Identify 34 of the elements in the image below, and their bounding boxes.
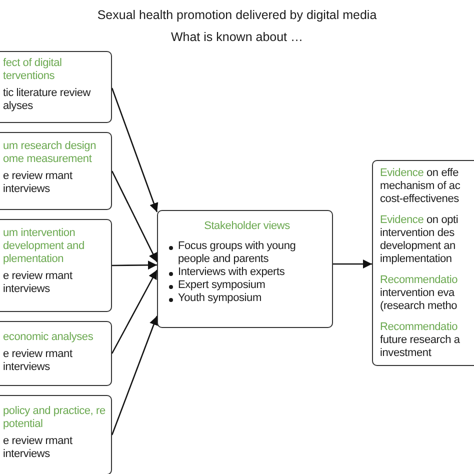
box-heading: Stakeholder views (203, 220, 291, 233)
arrow (112, 260, 157, 270)
bullet-item: Youth symposium (168, 292, 326, 305)
box-heading: fect of digital terventions (3, 57, 63, 83)
outcome-box (372, 160, 474, 366)
topic-box (0, 395, 112, 474)
subtitle: What is known about … (170, 30, 304, 44)
box-heading: um intervention development and plementation (3, 227, 86, 266)
arrow (111, 316, 158, 436)
box-text: Recommendatio future research a investment (380, 321, 461, 360)
bullet-item: Focus groups with young people and parents (168, 240, 326, 266)
box-heading: um research design ome measurement (3, 140, 98, 166)
box-text: e review rmant interviews (3, 270, 74, 296)
arrow (111, 270, 158, 354)
topic-box (0, 132, 112, 210)
bullet-item: Expert symposium (168, 279, 326, 292)
arrow (333, 260, 372, 268)
box-text: e review rmant interviews (3, 348, 74, 374)
box-text: tic literature review alyses (3, 87, 92, 113)
arrow (111, 88, 158, 212)
diagram-title: Sexual health promotion delivered by digital media (96, 8, 378, 22)
box-text: e review rmant interviews (3, 435, 74, 461)
box-heading: economic analyses (3, 331, 94, 344)
stakeholder-box (157, 210, 333, 328)
box-text: e review rmant interviews (3, 170, 74, 196)
topic-box (0, 219, 112, 312)
box-text: Evidence on effe mechanism of ac cost-effectivenes (380, 167, 462, 206)
bullet-item: Interviews with experts (168, 266, 326, 279)
topic-box (0, 321, 112, 386)
box-heading: policy and practice, re potential (3, 405, 106, 431)
topic-box (0, 51, 112, 123)
box-text: Evidence on opti intervention des development an implementation (380, 214, 460, 266)
box-text: Recommendatio intervention eva (research metho (380, 274, 458, 313)
arrow (111, 170, 158, 262)
